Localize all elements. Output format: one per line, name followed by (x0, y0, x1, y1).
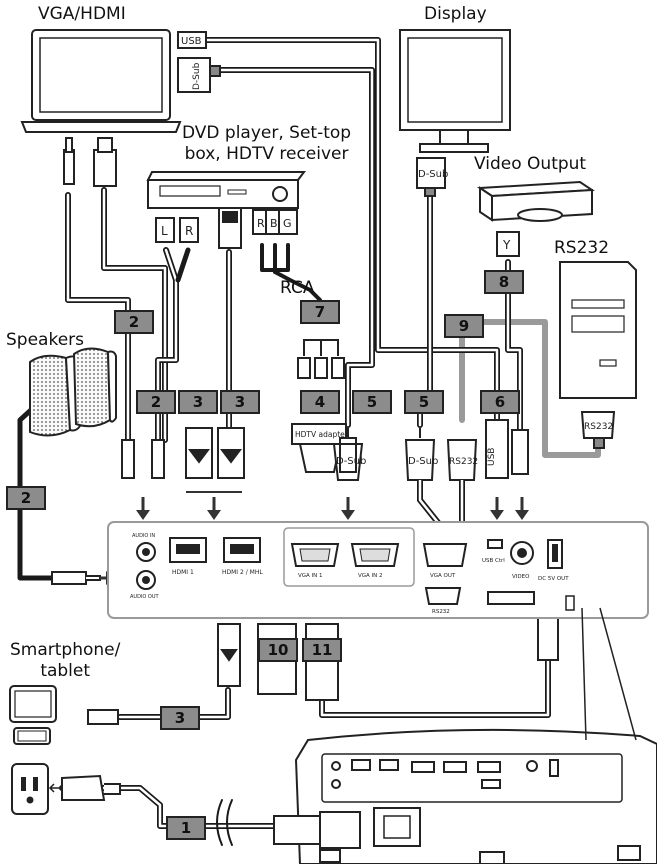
connector-tags: USB D-Sub D-Sub L R R B G Y HDTV adapter… (161, 36, 613, 467)
display-monitor (399, 29, 511, 153)
tag-dsub-b: D-Sub (408, 456, 438, 467)
label-video: VIDEO (512, 574, 530, 580)
tag-usb-plug: USB (487, 448, 497, 466)
projector-body (273, 728, 657, 864)
label-dvd-line2: box, HDTV receiver (184, 144, 349, 164)
cable-badge-4-hdtv: 4 (300, 390, 340, 414)
dongle-cable (319, 657, 551, 718)
label-smartphone-line2: tablet (40, 661, 91, 681)
tag-rca-red: R (257, 217, 265, 230)
power-plug (61, 774, 121, 801)
tag-dsub-top: D-Sub (192, 62, 202, 90)
label-smartphone: Smartphone/ tablet (10, 640, 120, 682)
cable-badge-3-hdmi-a: 3 (178, 390, 218, 414)
label-audio-out: AUDIO OUT (130, 594, 160, 600)
label-vga-in1: VGA IN 1 (298, 573, 323, 579)
rs232-pc (559, 261, 637, 399)
label-smartphone-line1: Smartphone/ (10, 640, 121, 660)
usb-ctrl-port (487, 539, 503, 549)
label-rs232: RS232 (432, 609, 450, 615)
tag-rca-green: G (283, 217, 292, 230)
cable-badge-5-dsub-b: 5 (404, 390, 444, 414)
panel-callout-lines (581, 607, 637, 741)
cable-badge-6-usb: 6 (480, 390, 520, 414)
cable-badge-11-dongle: 11 (302, 638, 342, 662)
label-vga-hdmi: VGA/HDMI (38, 4, 126, 24)
tag-rca-r: R (185, 224, 193, 238)
tag-dsub-a: D-Sub (336, 456, 366, 467)
label-usb-ctrl: USB Ctrl (482, 558, 505, 564)
tag-rs232-plug: RS232 (449, 457, 478, 467)
label-speakers: Speakers (6, 330, 85, 350)
tag-rca-l: L (161, 224, 168, 238)
power-outlet (11, 763, 62, 815)
label-rca: RCA (280, 278, 315, 298)
cable-badge-2-audio-mid: 2 (136, 390, 176, 414)
tag-video-y: Y (502, 238, 511, 252)
dvd-player (146, 171, 306, 209)
tag-usb: USB (181, 36, 202, 47)
video-output-device (476, 180, 596, 222)
label-hdmi2: HDMI 2 / MHL (222, 569, 263, 576)
label-audio-in: AUDIO IN (132, 533, 155, 539)
tag-rca-blue: B (270, 217, 278, 230)
cable-badge-9-rs232: 9 (444, 314, 484, 338)
cable-badge-2-audio-top: 2 (114, 310, 154, 334)
tablet-phone (9, 685, 57, 745)
tag-hdtv-adapter: HDTV adapter (295, 430, 349, 439)
rs232-port (424, 587, 462, 605)
panel-labels: AUDIO IN AUDIO OUT HDMI 1 HDMI 2 / MHL V… (130, 533, 569, 615)
tag-dsub-display: D-Sub (418, 169, 448, 180)
cable-badge-5-dsub-a: 5 (352, 390, 392, 414)
cable-badge-7-rca: 7 (300, 300, 340, 324)
projector-io-panel (107, 521, 649, 619)
label-display: Display (424, 4, 487, 24)
label-hdmi1: HDMI 1 (172, 569, 194, 576)
vga-out-port (422, 543, 468, 567)
laptop (20, 29, 182, 133)
cable-badge-8-video: 8 (484, 270, 524, 294)
label-vga-out: VGA OUT (430, 573, 456, 579)
label-rs232-device: RS232 (554, 238, 610, 258)
tag-rs232-pc: RS232 (584, 422, 613, 432)
label-dc-5v-out: DC 5V OUT (538, 576, 569, 582)
cable-badge-3-mhl: 3 (160, 706, 200, 730)
label-video-output: Video Output (474, 154, 587, 174)
label-vga-in2: VGA IN 2 (358, 573, 383, 579)
speakers (29, 347, 117, 437)
label-dvd-player: DVD player, Set-top box, HDTV receiver (182, 123, 351, 165)
connectors (51, 31, 616, 725)
cable-badge-10-dongle: 10 (258, 638, 298, 662)
rs232-cable (459, 319, 601, 458)
cable-badge-1-power: 1 (166, 816, 206, 840)
cable-badge-2-speaker: 2 (6, 486, 46, 510)
cable-badge-3-hdmi-b: 3 (220, 390, 260, 414)
label-dvd-line1: DVD player, Set-top (182, 123, 352, 143)
